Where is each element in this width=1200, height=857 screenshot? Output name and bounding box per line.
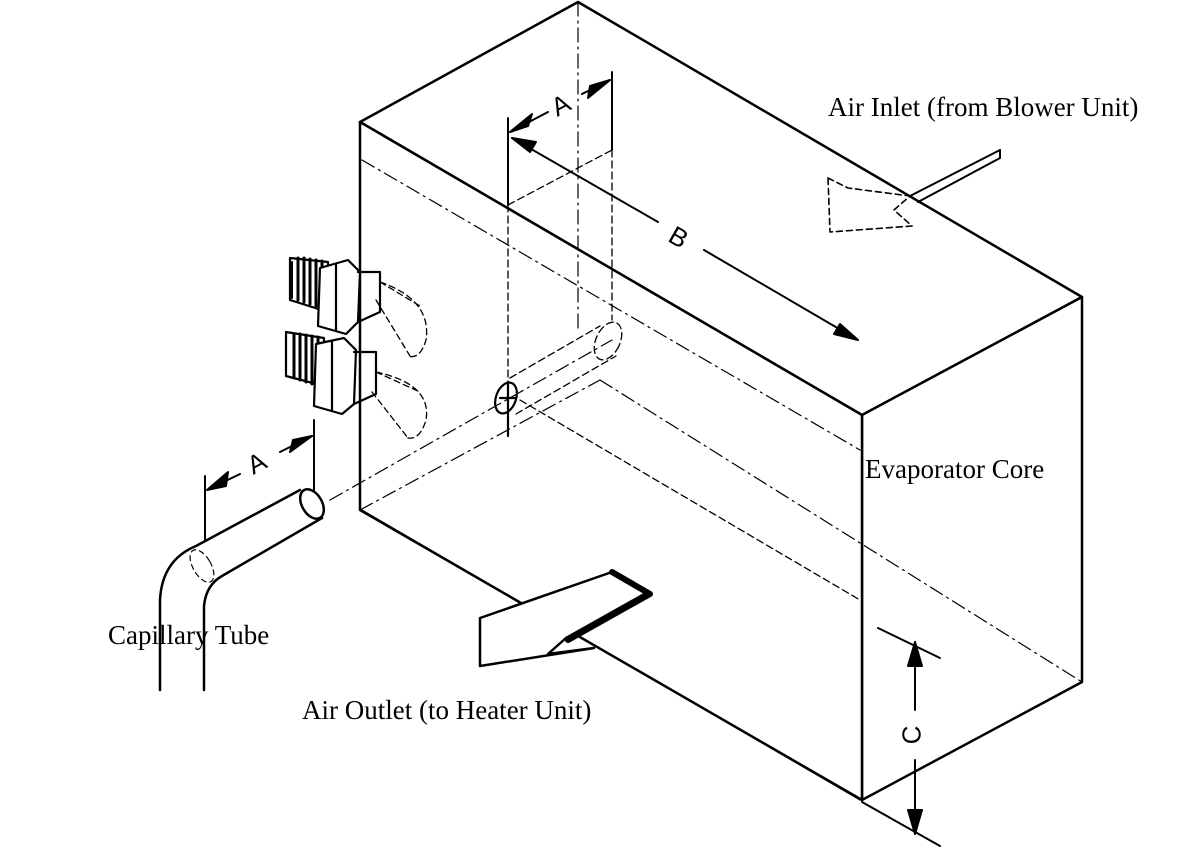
air-outlet-arrow bbox=[478, 569, 653, 668]
internal-tube bbox=[507, 149, 861, 601]
dimension-label-c: C bbox=[896, 725, 927, 745]
label-evaporator-core: Evaporator Core bbox=[865, 454, 1045, 484]
capillary-tube-hidden bbox=[189, 549, 215, 583]
air-inlet-arrow bbox=[909, 149, 1001, 203]
label-capillary-tube: Capillary Tube bbox=[108, 620, 270, 650]
dimension-b bbox=[511, 137, 859, 341]
label-air-outlet: Air Outlet (to Heater Unit) bbox=[302, 695, 592, 725]
fitting-upper bbox=[288, 256, 382, 336]
dimension-c bbox=[861, 627, 941, 847]
tube-axis bbox=[329, 339, 613, 501]
hidden-edges bbox=[359, 1, 1083, 801]
pipe-stubs bbox=[371, 281, 428, 439]
air-inlet-arrow-hidden bbox=[827, 177, 913, 233]
capillary-tube bbox=[158, 488, 326, 692]
sensor-mark bbox=[494, 380, 518, 438]
fitting-lower bbox=[284, 330, 378, 416]
dimension-a-top bbox=[507, 71, 613, 206]
evaporator-box bbox=[358, 0, 1084, 802]
label-air-inlet: Air Inlet (from Blower Unit) bbox=[828, 92, 1139, 122]
dimension-a-bottom bbox=[204, 419, 315, 541]
